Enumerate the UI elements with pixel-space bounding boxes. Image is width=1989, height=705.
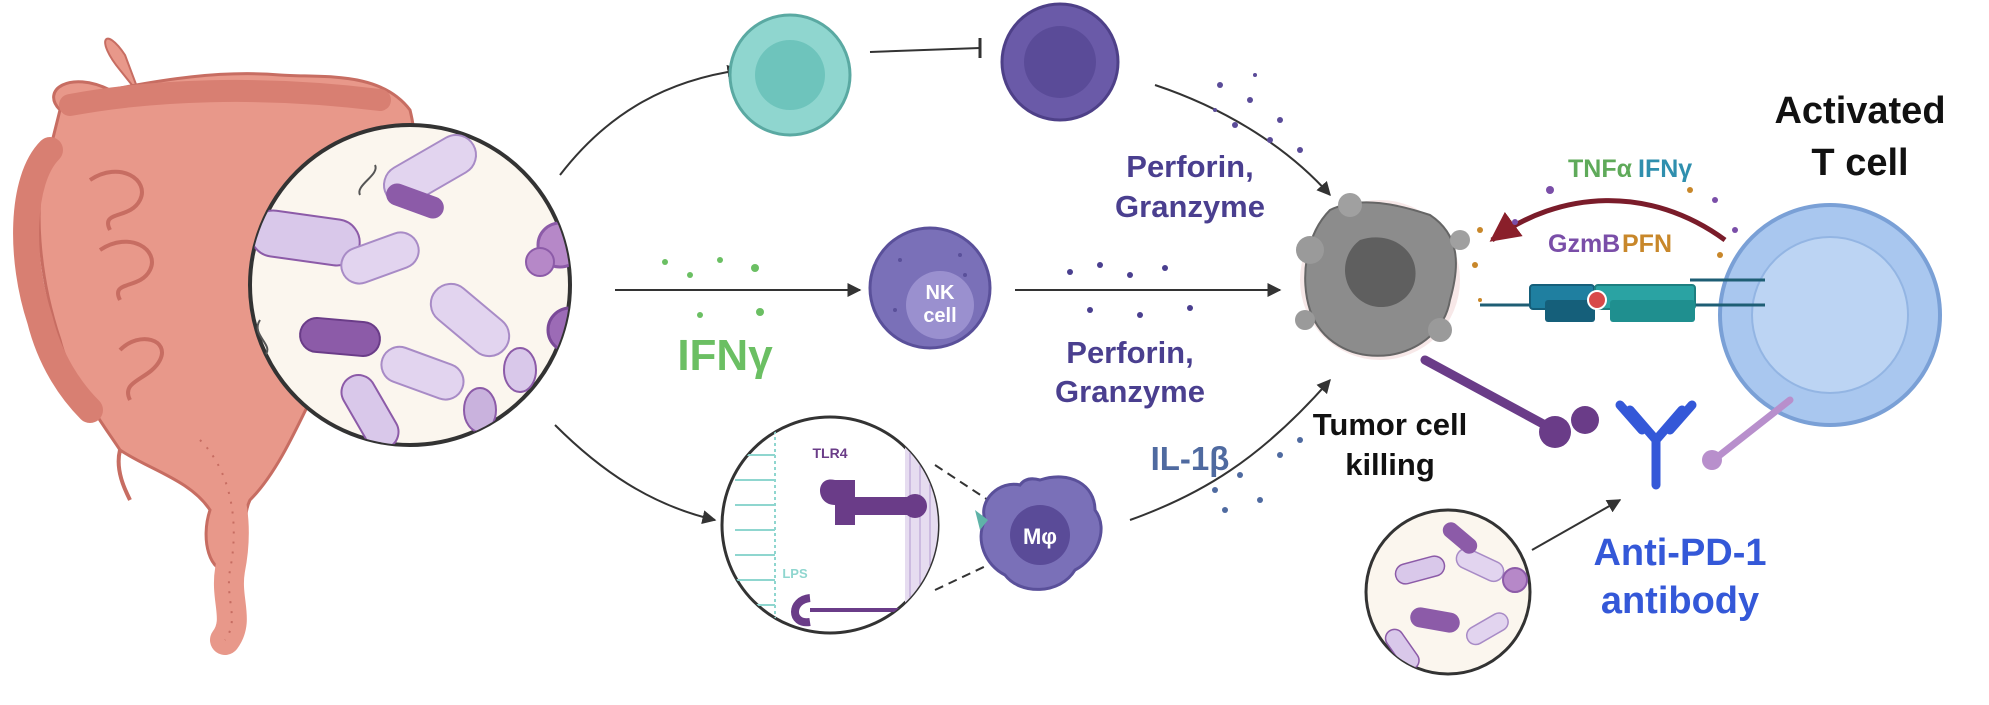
perforin-mid-label-1: Perforin, xyxy=(1066,335,1193,370)
cytotoxic-arrow xyxy=(1489,198,1727,243)
il1b-granules xyxy=(1212,437,1303,513)
arrow-top-to-tumor xyxy=(1154,84,1331,197)
inhibition-line xyxy=(869,47,981,53)
tlr4-lps-inset: TLR4 LPS xyxy=(720,415,940,635)
tcr-mhc-synapse xyxy=(1480,278,1765,322)
perforin-granules-top xyxy=(1213,73,1303,153)
lps-label: LPS xyxy=(782,566,808,581)
arrow-to-teal-cell xyxy=(559,64,742,176)
il1b-label: IL-1β xyxy=(1151,440,1230,477)
anti-pd1-label-1: Anti-PD-1 xyxy=(1593,532,1766,574)
tumor-label-1: Tumor cell xyxy=(1313,407,1467,442)
ifng-left-label: IFNγ xyxy=(677,331,773,380)
macrophage-label: Mφ xyxy=(1023,524,1057,549)
arrow-macrophage-to-tumor xyxy=(1129,378,1331,521)
gzmb-label: GzmB xyxy=(1548,230,1620,258)
nk-label-1: NK xyxy=(926,282,955,304)
tumor-label-2: killing xyxy=(1345,447,1435,482)
tumor-cell xyxy=(1295,193,1483,360)
t-cell-label-1: Activated xyxy=(1774,90,1945,132)
macrophage: Mφ xyxy=(975,475,1103,591)
microbiome-small-inset xyxy=(1364,508,1532,676)
ifng-top-label: IFNγ xyxy=(1638,155,1692,183)
pfn-label: PFN xyxy=(1622,230,1672,258)
nk-label-2: cell xyxy=(923,305,956,327)
tnfa-label: TNFα xyxy=(1568,155,1633,183)
perforin-granules-mid xyxy=(1067,262,1193,318)
perforin-top-label-1: Perforin, xyxy=(1126,149,1253,184)
perforin-mid-label-2: Granzyme xyxy=(1055,374,1205,409)
arrow-to-tlr4-inset xyxy=(554,424,717,524)
activated-t-cell xyxy=(1718,203,1942,427)
gut-microbiome-magnified xyxy=(248,123,572,447)
cytokine-granules xyxy=(1512,186,1738,258)
pd-l1-stalk xyxy=(1420,355,1550,430)
perforin-top-label-2: Granzyme xyxy=(1115,189,1265,224)
arrow-microbiome-to-antibody xyxy=(1531,499,1622,551)
ifng-granules xyxy=(662,257,764,318)
pd-1-receptor xyxy=(1716,396,1794,459)
anti-pd1-antibody-icon xyxy=(1615,400,1697,490)
anti-pd1-label-2: antibody xyxy=(1601,580,1759,622)
t-cell-label-2: T cell xyxy=(1811,142,1908,184)
tlr4-label: TLR4 xyxy=(813,445,848,461)
